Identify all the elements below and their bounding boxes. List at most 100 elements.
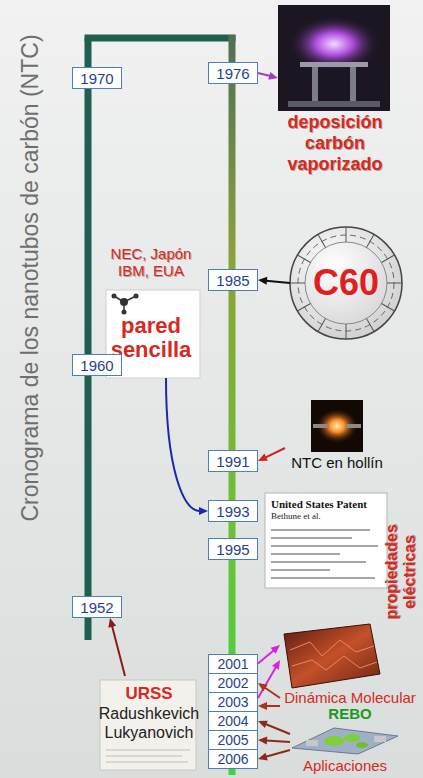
molecule-blob bbox=[356, 742, 368, 748]
arrow-head bbox=[258, 702, 267, 710]
year-box: 1976 bbox=[208, 62, 258, 84]
figure-node: deposición carbón vaporizado bbox=[278, 4, 392, 175]
year-box: 1960 bbox=[72, 354, 122, 376]
year-box: 2002 bbox=[208, 673, 258, 693]
year-label: 1985 bbox=[216, 272, 249, 289]
arrow-connector bbox=[258, 645, 280, 664]
node-text: Bethune et al. bbox=[265, 511, 387, 522]
ridge bbox=[290, 640, 374, 656]
connector-line bbox=[266, 750, 290, 757]
text-line bbox=[106, 750, 190, 751]
bond bbox=[318, 319, 326, 332]
timeline-left bbox=[85, 38, 92, 640]
arrow-connector bbox=[108, 618, 125, 676]
atom bbox=[134, 294, 139, 299]
node-text: REBO bbox=[280, 706, 420, 722]
arrow-head bbox=[272, 660, 280, 670]
bond bbox=[318, 235, 326, 248]
year-box: 1985 bbox=[208, 269, 258, 291]
arrow-connector bbox=[258, 683, 280, 698]
node-text: propiedades eléctricas bbox=[383, 520, 419, 624]
node-text: deposición carbón vaporizado bbox=[278, 112, 392, 175]
year-label: 1976 bbox=[216, 65, 249, 82]
arrow-head bbox=[258, 721, 268, 728]
year-box: 1970 bbox=[72, 67, 122, 89]
figure-node: NTC en hollín bbox=[285, 398, 389, 472]
arrow-head bbox=[108, 618, 116, 628]
text-line bbox=[106, 762, 188, 763]
connector-line bbox=[258, 73, 270, 76]
arrow-connector bbox=[258, 702, 280, 710]
surface-plot bbox=[284, 624, 380, 688]
paper-lines bbox=[106, 750, 190, 762]
bond bbox=[367, 319, 375, 332]
bond bbox=[298, 255, 311, 263]
year-label: 2005 bbox=[217, 732, 248, 748]
arrow-head bbox=[268, 72, 278, 80]
bond bbox=[346, 324, 347, 339]
buckyball bbox=[290, 227, 402, 339]
timeline-top bbox=[85, 35, 236, 42]
year-box: 1993 bbox=[208, 500, 258, 522]
bond bbox=[290, 283, 305, 284]
arrow-head bbox=[258, 737, 267, 745]
molecule-blob bbox=[344, 734, 360, 742]
node-text: pared sencilla bbox=[100, 290, 202, 362]
arrow-connector bbox=[258, 660, 280, 698]
node-text: United States Patent bbox=[265, 493, 387, 511]
figure-node: Dinámica MolecularREBO bbox=[280, 690, 420, 722]
anode-rod bbox=[313, 424, 329, 428]
molecule-sketch bbox=[114, 296, 136, 312]
connector-line bbox=[265, 724, 290, 734]
atom bbox=[120, 298, 128, 306]
year-box: 1995 bbox=[208, 538, 258, 560]
node-text: C60 bbox=[290, 263, 402, 303]
arrow-head bbox=[258, 683, 268, 691]
figure-node: United States PatentBethune et al. bbox=[265, 493, 387, 588]
year-box: 2006 bbox=[208, 749, 258, 769]
year-label: 2003 bbox=[217, 694, 248, 710]
bond bbox=[367, 235, 375, 248]
arrow-connector bbox=[258, 737, 290, 745]
arrow-head bbox=[258, 453, 268, 461]
connector-line bbox=[265, 448, 285, 458]
year-box: 2005 bbox=[208, 730, 258, 750]
text-line bbox=[271, 529, 370, 531]
year-box: 2003 bbox=[208, 692, 258, 712]
year-label: 2006 bbox=[217, 751, 248, 767]
photo-plate bbox=[300, 62, 368, 67]
cathode-rod bbox=[345, 424, 361, 428]
connector-line bbox=[266, 740, 290, 742]
text-line bbox=[271, 569, 330, 571]
arrow-head bbox=[258, 753, 268, 761]
atom bbox=[112, 294, 117, 299]
device-slab bbox=[292, 728, 398, 754]
node-text: Radushkevich Lukyanovich bbox=[97, 704, 201, 742]
text-line bbox=[271, 545, 378, 547]
photo-post bbox=[312, 67, 318, 103]
arrow-connector bbox=[166, 378, 208, 515]
connector-line bbox=[166, 378, 200, 511]
bond bbox=[387, 283, 402, 284]
photo-post bbox=[350, 67, 356, 103]
bond bbox=[298, 304, 311, 312]
text-line bbox=[271, 577, 375, 579]
connector-line bbox=[266, 705, 280, 707]
node-text: NEC, Japón IBM, EUA bbox=[100, 245, 202, 279]
ridge bbox=[292, 656, 377, 670]
year-box: 2001 bbox=[208, 654, 258, 674]
figure-node: C60 bbox=[290, 225, 402, 341]
plasma-photo bbox=[278, 5, 390, 111]
molecule-blob bbox=[324, 736, 344, 746]
year-label: 2001 bbox=[217, 656, 248, 672]
arc-photo bbox=[311, 400, 363, 452]
node-text: NTC en hollín bbox=[285, 454, 389, 472]
year-label: 2002 bbox=[217, 675, 248, 691]
plasma-glow bbox=[288, 16, 380, 72]
bond bbox=[382, 255, 395, 263]
figure-node: Aplicaciones bbox=[290, 724, 400, 774]
text-line bbox=[271, 537, 352, 539]
year-box: 1991 bbox=[208, 450, 258, 472]
surface-ridges bbox=[290, 640, 377, 670]
